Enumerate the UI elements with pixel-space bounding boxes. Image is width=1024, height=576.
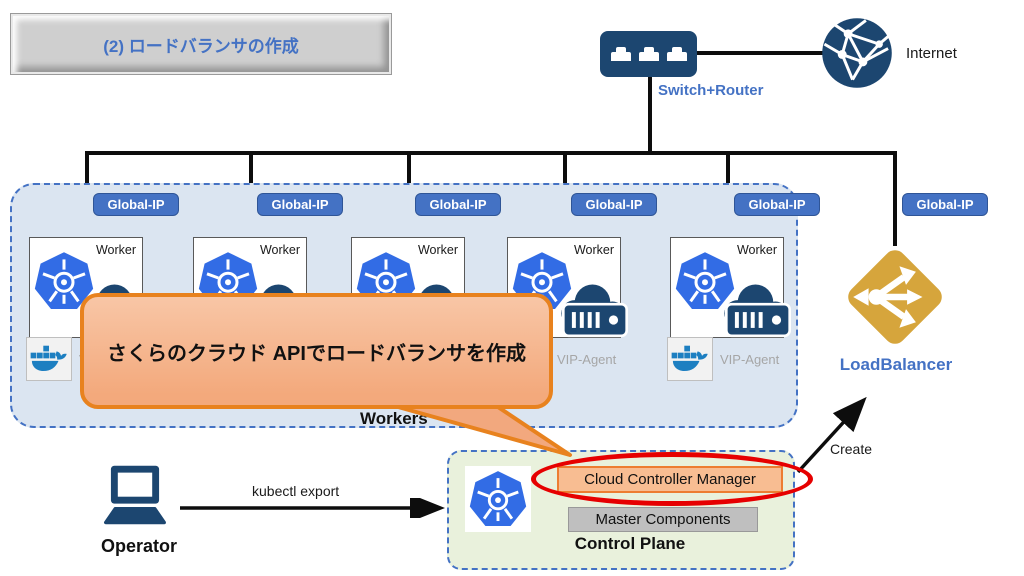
- callout-text: さくらのクラウド APIでロードバランサを作成: [107, 342, 526, 365]
- docker-icon: [667, 337, 713, 381]
- switch-internet-line: [695, 51, 823, 55]
- global-ip-text: Global-IP: [585, 197, 643, 212]
- global-ip-badge: Global-IP: [257, 193, 343, 216]
- kubectl-arrow: [180, 498, 445, 518]
- global-ip-badge: Global-IP: [571, 193, 657, 216]
- docker-icon: [26, 337, 72, 381]
- callout-bubble: さくらのクラウド APIでロードバランサを作成: [80, 293, 553, 409]
- worker-box: Worker: [670, 237, 791, 338]
- load-balancer-icon: [848, 250, 942, 344]
- global-ip-badge: Global-IP: [415, 193, 501, 216]
- worker-label: Worker: [259, 243, 300, 257]
- title-text: (2) ロードバランサの作成: [103, 36, 299, 56]
- callout-tail: [389, 403, 572, 457]
- trunk-line: [85, 151, 897, 155]
- worker-label: Worker: [95, 243, 136, 257]
- kubectl-export-label: kubectl export: [252, 483, 340, 499]
- global-ip-text: Global-IP: [916, 197, 974, 212]
- server-icon: [562, 302, 628, 338]
- drop-line-loadbalancer: [893, 153, 897, 246]
- create-arrow: [796, 396, 867, 474]
- global-ip-text: Global-IP: [107, 197, 165, 212]
- worker-label: Worker: [736, 243, 777, 257]
- docker-whale-icon: [30, 345, 67, 372]
- worker-label: Worker: [417, 243, 458, 257]
- control-plane-title: Control Plane: [574, 534, 686, 553]
- internet-globe-icon: [822, 18, 892, 88]
- title-banner: (2) ロードバランサの作成: [10, 13, 392, 75]
- kubernetes-icon: [469, 471, 527, 527]
- workers-group-label: Workers: [360, 409, 428, 428]
- control-plane-kubernetes-box: [465, 466, 531, 532]
- global-ip-text: Global-IP: [271, 197, 329, 212]
- switch-router-icon: [600, 31, 697, 77]
- global-ip-badge: Global-IP: [93, 193, 179, 216]
- server-icon: [725, 302, 791, 338]
- ethernet-port-icon: [638, 47, 659, 61]
- master-components-box: Master Components: [568, 507, 758, 532]
- vip-agent-label: VIP-Agent: [720, 352, 780, 367]
- switch-trunk-line: [648, 77, 652, 153]
- vip-agent-label: VIP-Agent: [557, 352, 617, 367]
- global-ip-badge: Global-IP: [734, 193, 820, 216]
- ethernet-port-icon: [610, 47, 631, 61]
- global-ip-text: Global-IP: [748, 197, 806, 212]
- ethernet-port-icon: [666, 47, 687, 61]
- create-label: Create: [830, 441, 873, 457]
- docker-whale-icon: [671, 345, 708, 372]
- load-balancer-label: LoadBalancer: [839, 355, 953, 374]
- worker-label: Worker: [573, 243, 614, 257]
- internet-label: Internet: [906, 45, 957, 62]
- kubernetes-icon: [34, 252, 94, 309]
- switch-router-label: Switch+Router: [658, 82, 764, 99]
- highlight-ellipse: [531, 452, 813, 506]
- global-ip-text: Global-IP: [429, 197, 487, 212]
- global-ip-badge-loadbalancer: Global-IP: [902, 193, 988, 216]
- operator-label: Operator: [100, 536, 178, 556]
- kubernetes-icon: [675, 252, 735, 309]
- worker-node-5: Worker VIP-Agent: [667, 237, 796, 382]
- operator-laptop-icon: [104, 465, 166, 525]
- master-components-label: Master Components: [595, 511, 731, 528]
